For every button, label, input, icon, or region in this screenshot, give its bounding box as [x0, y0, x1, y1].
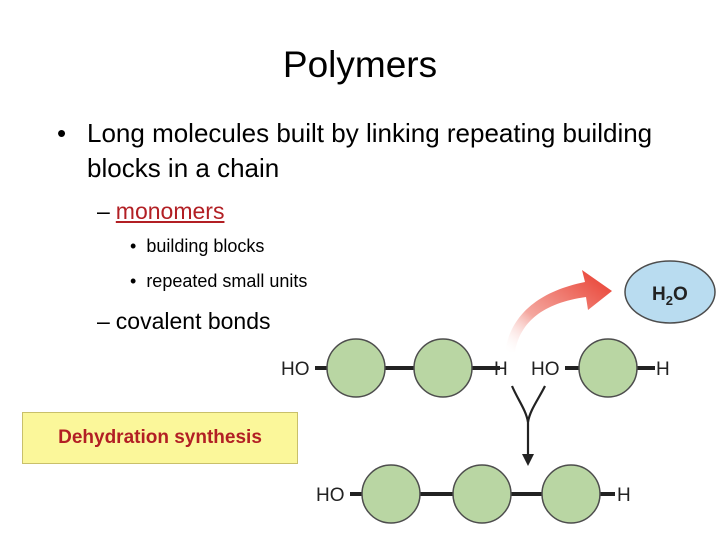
hydroxyl-label: HO: [531, 359, 560, 380]
hydrogen-label: H: [494, 359, 508, 380]
monomer-circle: [541, 464, 601, 524]
hydroxyl-label: HO: [316, 485, 345, 506]
water-release-arrow: [505, 270, 612, 352]
sub-sub-bullet-1: • building blocks: [130, 236, 264, 257]
sub-sub-bullet-text: building blocks: [146, 236, 265, 256]
covalent-bonds-text: covalent bonds: [115, 308, 271, 334]
sub-bullet-covalent: –covalent bonds: [97, 308, 271, 335]
bullet-marker: •: [130, 236, 137, 256]
sub-sub-bullet-2: • repeated small units: [130, 271, 307, 292]
slide-title: Polymers: [282, 44, 438, 85]
hydroxyl-label: HO: [281, 359, 310, 380]
monomer-circle: [413, 338, 473, 398]
monomers-link[interactable]: monomers: [115, 198, 225, 224]
monomer-circle: [578, 338, 638, 398]
dash-marker: –: [97, 308, 110, 334]
bullet-marker: •: [130, 271, 137, 291]
water-molecule: [624, 260, 716, 324]
main-bullet-text: Long molecules built by linking repeatin…: [87, 118, 653, 183]
monomer-circle: [361, 464, 421, 524]
bullet-marker: •: [57, 118, 67, 148]
water-label: H2O: [652, 284, 688, 308]
dash-marker: –: [97, 198, 110, 224]
monomer-circle: [326, 338, 386, 398]
reaction-arrow-head: [522, 454, 534, 466]
hydrogen-label: H: [617, 485, 631, 506]
reaction-arrow: [510, 385, 546, 423]
sub-sub-bullet-text: repeated small units: [146, 271, 308, 291]
sub-bullet-monomers: –monomers: [97, 198, 224, 225]
hydrogen-label: H: [656, 359, 670, 380]
dehydration-synthesis-callout: Dehydration synthesis: [22, 412, 298, 464]
monomer-circle: [452, 464, 512, 524]
